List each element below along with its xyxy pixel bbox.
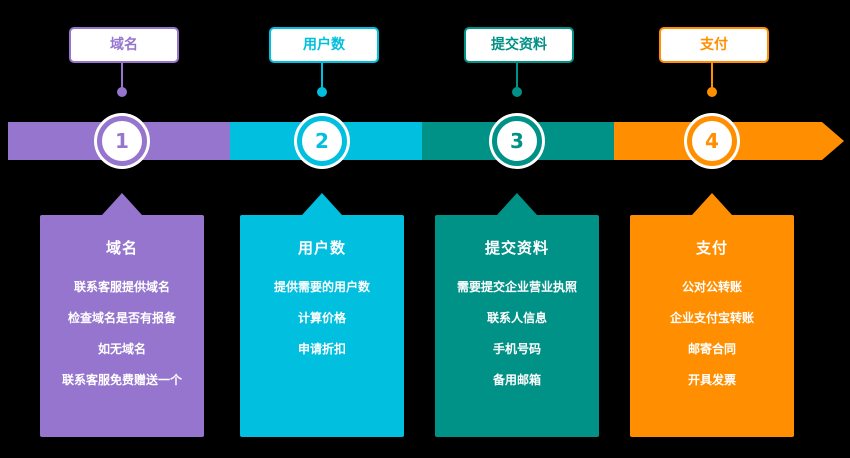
card-item: 备用邮箱 xyxy=(492,373,541,387)
connector-line xyxy=(516,63,518,90)
card-item: 公对公转账 xyxy=(681,280,742,294)
step-number: 3 xyxy=(510,129,524,153)
step-number: 4 xyxy=(705,129,719,153)
card-item: 联系人信息 xyxy=(486,311,547,325)
card-title: 提交资料 xyxy=(484,239,549,257)
pointer-triangle xyxy=(692,193,732,215)
card-item: 开具发票 xyxy=(687,373,736,387)
connector-dot xyxy=(117,87,127,97)
card-item: 如无域名 xyxy=(97,342,146,356)
step-number-circle: 2 xyxy=(297,116,347,166)
card-title: 用户数 xyxy=(297,239,346,257)
connector-line xyxy=(121,63,123,90)
step-card: 域名 联系客服提供域名 检查域名是否有报备 如无域名 联系客服免费赠送一个 xyxy=(40,215,204,437)
card-item: 计算价格 xyxy=(297,311,346,325)
card-item: 检查域名是否有报备 xyxy=(67,311,176,325)
card-item: 联系客服提供域名 xyxy=(73,280,170,294)
step-number: 2 xyxy=(315,129,329,153)
pointer-triangle xyxy=(497,193,537,215)
step-number-circle: 3 xyxy=(492,116,542,166)
card-title: 支付 xyxy=(695,239,728,257)
step-card: 支付 公对公转账 企业支付宝转账 邮寄合同 开具发票 xyxy=(630,215,794,437)
card-item: 手机号码 xyxy=(492,342,541,356)
card-items: 联系客服提供域名 检查域名是否有报备 如无域名 联系客服免费赠送一个 xyxy=(40,280,204,387)
step-number-circle: 4 xyxy=(687,116,737,166)
step-label: 提交资料 xyxy=(464,27,574,63)
step-card: 用户数 提供需要的用户数 计算价格 申请折扣 xyxy=(240,215,404,437)
step-label: 域名 xyxy=(69,27,179,63)
pointer-triangle xyxy=(302,193,342,215)
step-card: 提交资料 需要提交企业营业执照 联系人信息 手机号码 备用邮箱 xyxy=(435,215,599,437)
card-item: 邮寄合同 xyxy=(687,342,736,356)
card-items: 公对公转账 企业支付宝转账 邮寄合同 开具发票 xyxy=(630,280,794,387)
connector-line xyxy=(711,63,713,90)
card-items: 提供需要的用户数 计算价格 申请折扣 xyxy=(240,280,404,356)
card-item: 企业支付宝转账 xyxy=(669,311,754,325)
card-items: 需要提交企业营业执照 联系人信息 手机号码 备用邮箱 xyxy=(435,280,599,387)
card-item: 申请折扣 xyxy=(297,342,346,356)
connector-dot xyxy=(317,87,327,97)
step-label: 支付 xyxy=(659,27,769,63)
arrowhead-icon xyxy=(822,122,844,160)
step-label: 用户数 xyxy=(269,27,379,63)
connector-dot xyxy=(512,87,522,97)
connector-dot xyxy=(707,87,717,97)
step-number: 1 xyxy=(115,129,129,153)
card-item: 需要提交企业营业执照 xyxy=(456,280,577,294)
step-number-circle: 1 xyxy=(97,116,147,166)
card-item: 提供需要的用户数 xyxy=(273,280,370,294)
connector-line xyxy=(321,63,323,90)
card-title: 域名 xyxy=(105,239,138,257)
pointer-triangle xyxy=(102,193,142,215)
card-item: 联系客服免费赠送一个 xyxy=(61,373,182,387)
